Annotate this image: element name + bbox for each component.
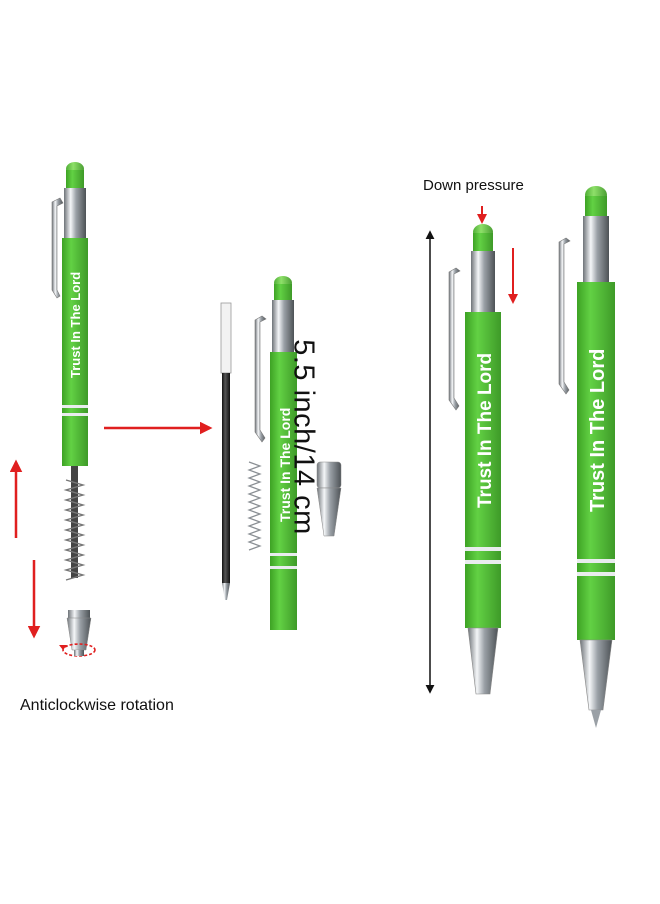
rotation-label: Anticlockwise rotation: [20, 697, 174, 714]
spring: [63, 479, 86, 581]
refill-parts: [220, 302, 342, 600]
pen-empty-barrel: Trust In The Lord: [254, 276, 297, 630]
down-pressure-label: Down pressure: [423, 177, 524, 194]
pen-imprint: Trust In The Lord: [475, 353, 496, 508]
pen-barrel: [270, 352, 297, 630]
chrome-tip: [316, 461, 342, 537]
small-spring: [247, 461, 262, 551]
pen-barrel: [465, 312, 501, 628]
pen-disassembled: Trust In The Lord: [51, 162, 88, 581]
pen-imprint: Trust In The Lord: [587, 349, 609, 512]
clip: [51, 197, 64, 299]
dimension-label: 5.5 inch/14 cm: [287, 339, 320, 535]
pen-retracted: Trust In The Lord: [448, 224, 501, 695]
pen-extended: Trust In The Lord: [558, 186, 615, 728]
pen-imprint: Trust In The Lord: [277, 408, 293, 522]
pen-barrel: [577, 282, 615, 640]
ink-refill: [220, 302, 232, 374]
pen-imprint: Trust In The Lord: [68, 272, 83, 378]
pen-barrel: [62, 238, 88, 466]
pen-tip-removed: [59, 610, 96, 657]
